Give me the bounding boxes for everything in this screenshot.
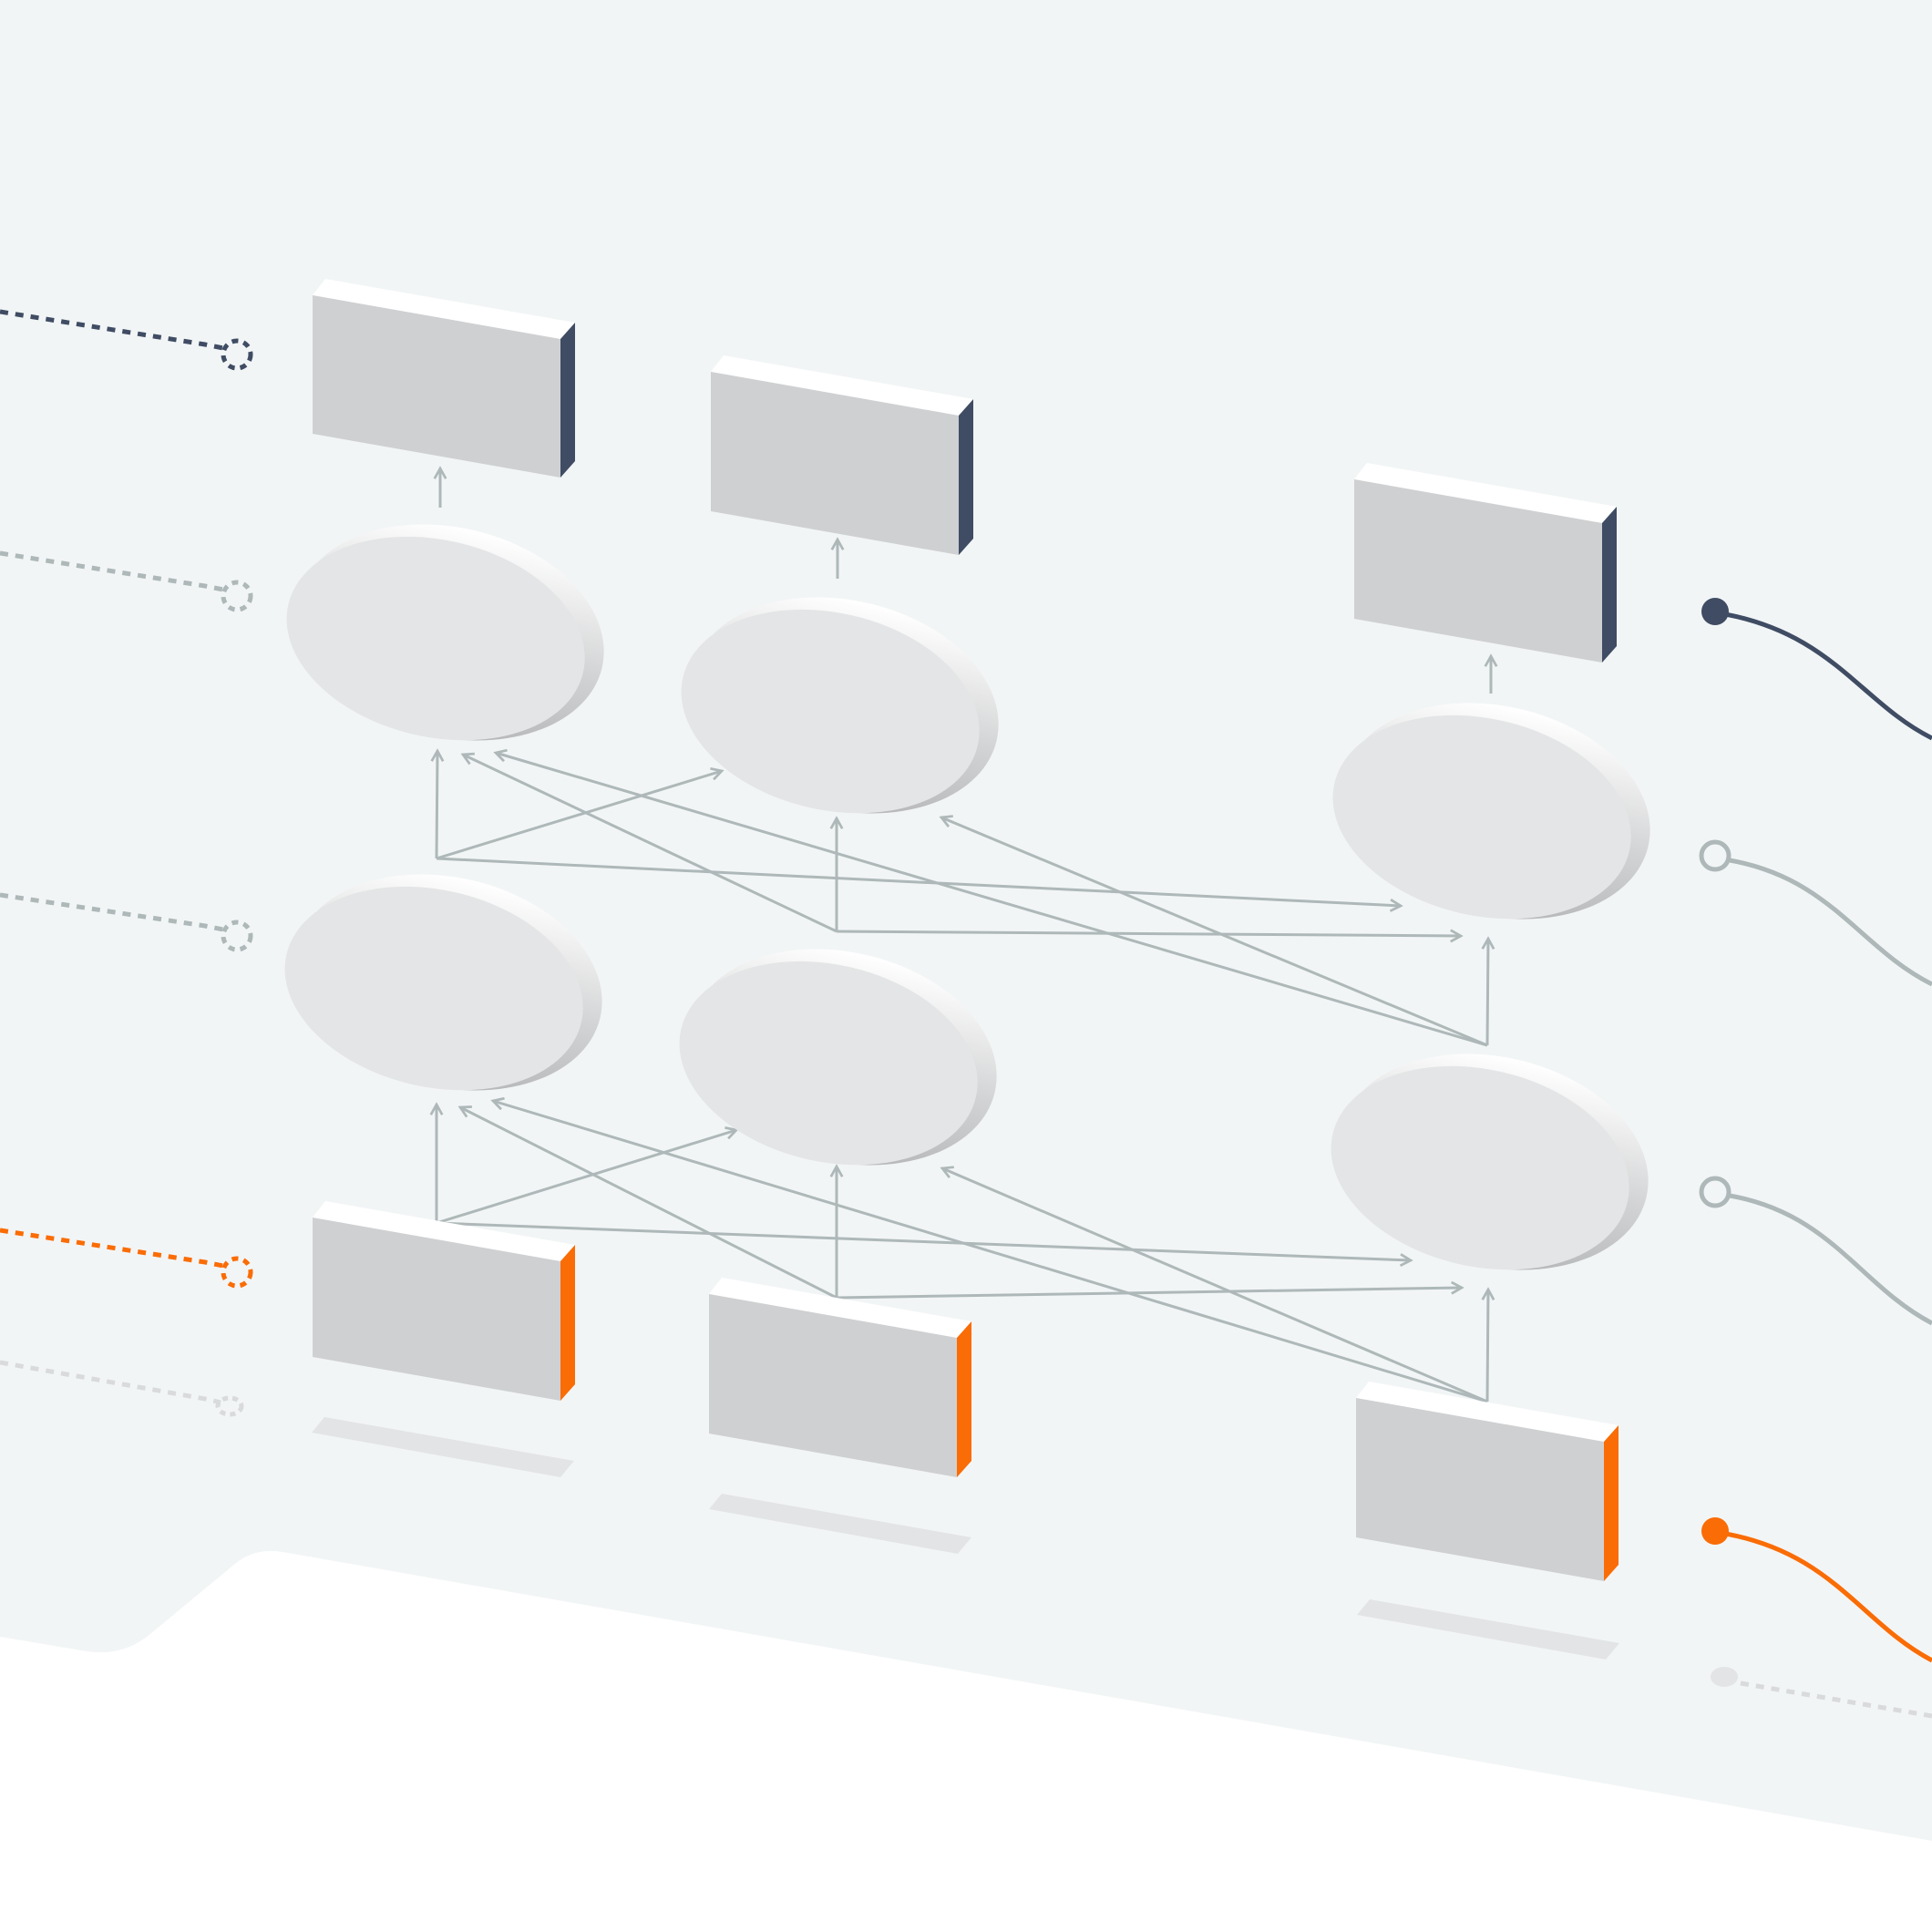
input-layer — [313, 1201, 1619, 1581]
left-connector-inactive — [0, 1360, 244, 1417]
hidden-node-1-1 — [284, 874, 602, 1091]
left-connectors — [0, 309, 253, 1417]
input-shadow-2 — [709, 1494, 971, 1554]
arrow-input3-hidden1c — [1487, 1290, 1488, 1403]
arrow-input1-hidden1c — [436, 1221, 1411, 1260]
right-connector-output — [1701, 598, 1932, 741]
output-block-1 — [313, 279, 575, 478]
background-panel — [0, 0, 1932, 1841]
arrow-input2-hidden1c — [836, 1288, 1462, 1300]
right-connector-hidden-2 — [1699, 839, 1932, 987]
input-block-3 — [1356, 1382, 1619, 1581]
input-block-1 — [313, 1201, 575, 1401]
arrow-hidden1a-hidden2b — [436, 771, 722, 860]
connections — [436, 468, 1491, 1403]
right-connector-hidden-1 — [1699, 1176, 1932, 1326]
output-block-3 — [1354, 463, 1617, 663]
left-connector-input — [0, 1228, 253, 1289]
right-connector-input — [1701, 1517, 1932, 1663]
hidden-layer-2 — [286, 524, 1650, 920]
arrow-hidden1c-hidden2c — [1487, 939, 1488, 1046]
arrow-input3-hidden1b — [942, 1168, 1488, 1403]
hidden-node-1-3 — [1331, 1053, 1649, 1270]
right-connectors — [1699, 598, 1932, 1719]
arrow-hidden1a-hidden2c — [436, 857, 1401, 906]
arrow-input3-hidden1a — [493, 1101, 1488, 1403]
arrow-input1-hidden1b — [436, 1130, 736, 1225]
hidden-node-2-3 — [1332, 703, 1650, 920]
hidden-node-1-2 — [679, 949, 997, 1166]
left-connector-output — [0, 309, 253, 371]
right-connector-inactive — [1711, 1667, 1932, 1719]
arrow-input2-hidden1a — [460, 1107, 838, 1300]
arrow-hidden1b-hidden2a — [463, 755, 838, 933]
hidden-layer-1 — [284, 874, 1649, 1270]
input-shadow-1 — [312, 1417, 574, 1477]
arrow-hidden1b-hidden2c — [836, 931, 1461, 936]
hidden-node-2-2 — [681, 597, 999, 814]
hidden-node-2-1 — [286, 524, 604, 741]
left-connector-hidden-2 — [0, 550, 253, 612]
arrow-hidden1c-hidden2b — [941, 817, 1488, 1047]
input-block-2 — [709, 1278, 971, 1477]
output-layer — [313, 279, 1617, 663]
output-block-2 — [711, 355, 973, 555]
left-connector-hidden-1 — [0, 892, 253, 952]
arrow-hidden1c-hidden2a — [496, 753, 1488, 1047]
input-shadow-3 — [1357, 1599, 1619, 1660]
